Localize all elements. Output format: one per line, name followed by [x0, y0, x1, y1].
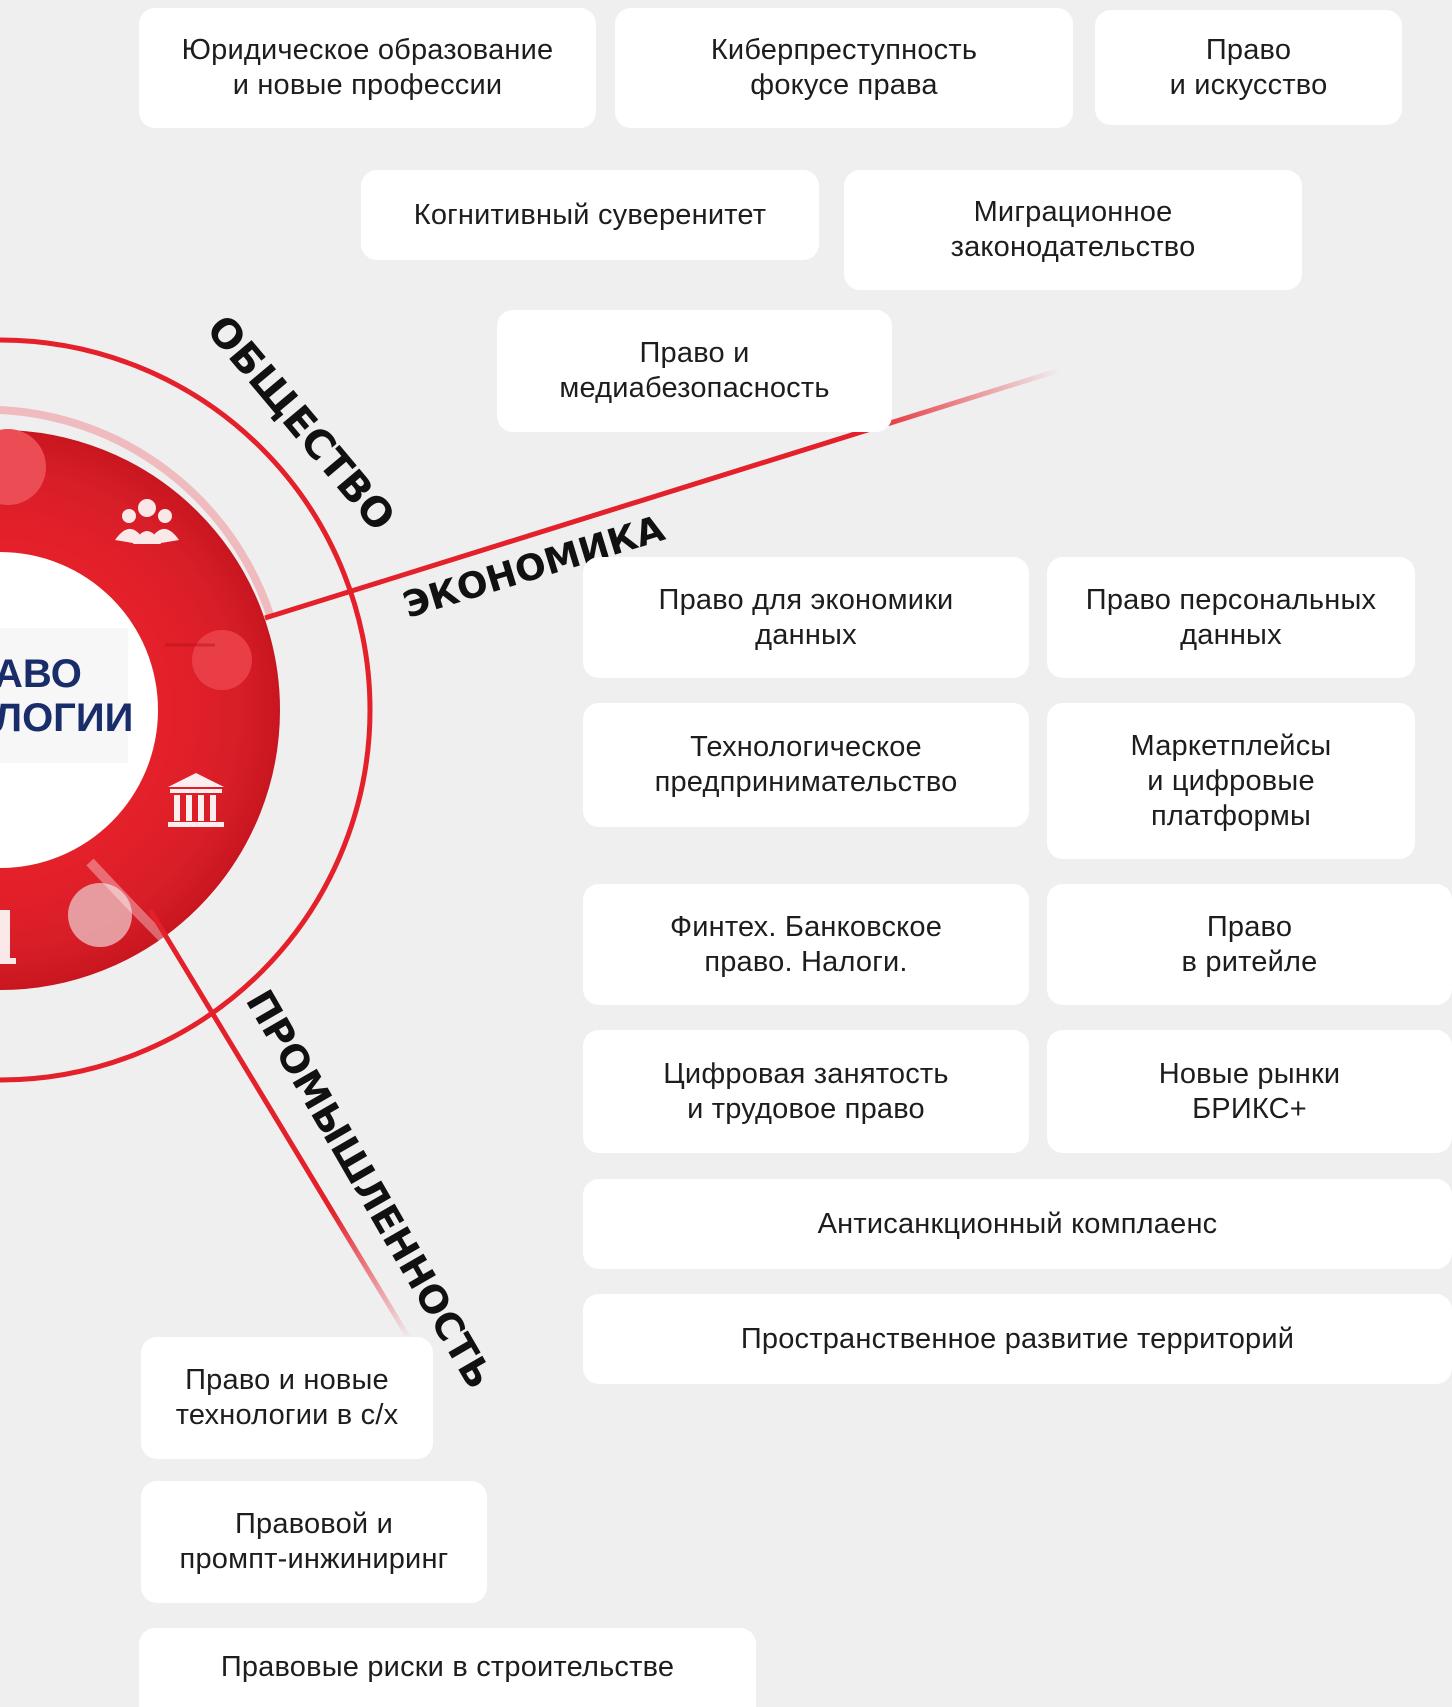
puzzle-knob: [192, 630, 252, 690]
economy-divider: [264, 367, 1061, 621]
card-legal-education[interactable]: Юридическое образование и новые професси…: [139, 8, 596, 128]
sector-label-society: ОБЩЕСТВО: [197, 307, 403, 540]
card-marketplaces[interactable]: Маркетплейсы и цифровые платформы: [1047, 703, 1415, 859]
card-retail[interactable]: Право в ритейле: [1047, 884, 1452, 1005]
center-title: АВО ЛОГИИ: [0, 652, 133, 740]
people-icon: [115, 499, 179, 544]
factory-icon: [0, 910, 16, 964]
card-tech-entrepreneurship[interactable]: Технологическое предпринимательство: [583, 703, 1029, 827]
card-construction-risks[interactable]: Правовые риски в строительстве: [139, 1628, 756, 1707]
inner-ring: [0, 430, 280, 990]
card-fintech[interactable]: Финтех. Банковское право. Налоги.: [583, 884, 1029, 1005]
card-cognitive-sovereignty[interactable]: Когнитивный суверенитет: [361, 170, 819, 260]
bank-icon: [168, 773, 224, 827]
card-territory-development[interactable]: Пространственное развитие территорий: [583, 1294, 1452, 1384]
outer-ring: [0, 337, 373, 1083]
center-title-line2: ЛОГИИ: [0, 696, 134, 740]
card-brics[interactable]: Новые рынки БРИКС+: [1047, 1030, 1452, 1153]
card-media-security[interactable]: Право и медиабезопасность: [497, 310, 892, 432]
card-data-economy[interactable]: Право для экономики данных: [583, 557, 1029, 678]
sector-label-industry: ПРОМЫШЛЕННОСТЬ: [237, 983, 501, 1397]
card-law-art[interactable]: Право и искусство: [1095, 10, 1402, 125]
card-digital-employment[interactable]: Цифровая занятость и трудовое право: [583, 1030, 1029, 1153]
card-agro-tech[interactable]: Право и новые технологии в с/х: [141, 1337, 433, 1459]
puzzle-knob: [0, 429, 46, 505]
center-title-line1: АВО: [0, 652, 82, 696]
card-personal-data[interactable]: Право персональных данных: [1047, 557, 1415, 678]
card-migration[interactable]: Миграционное законодательство: [844, 170, 1302, 290]
industry-divider: [147, 908, 413, 1342]
card-sanctions-compliance[interactable]: Антисанкционный комплаенс: [583, 1179, 1452, 1269]
card-cybercrime[interactable]: Киберпреступность фокусе права: [615, 8, 1073, 128]
puzzle-knob: [68, 883, 132, 947]
card-prompt-engineering[interactable]: Правовой и промпт-инжиниринг: [141, 1481, 487, 1603]
